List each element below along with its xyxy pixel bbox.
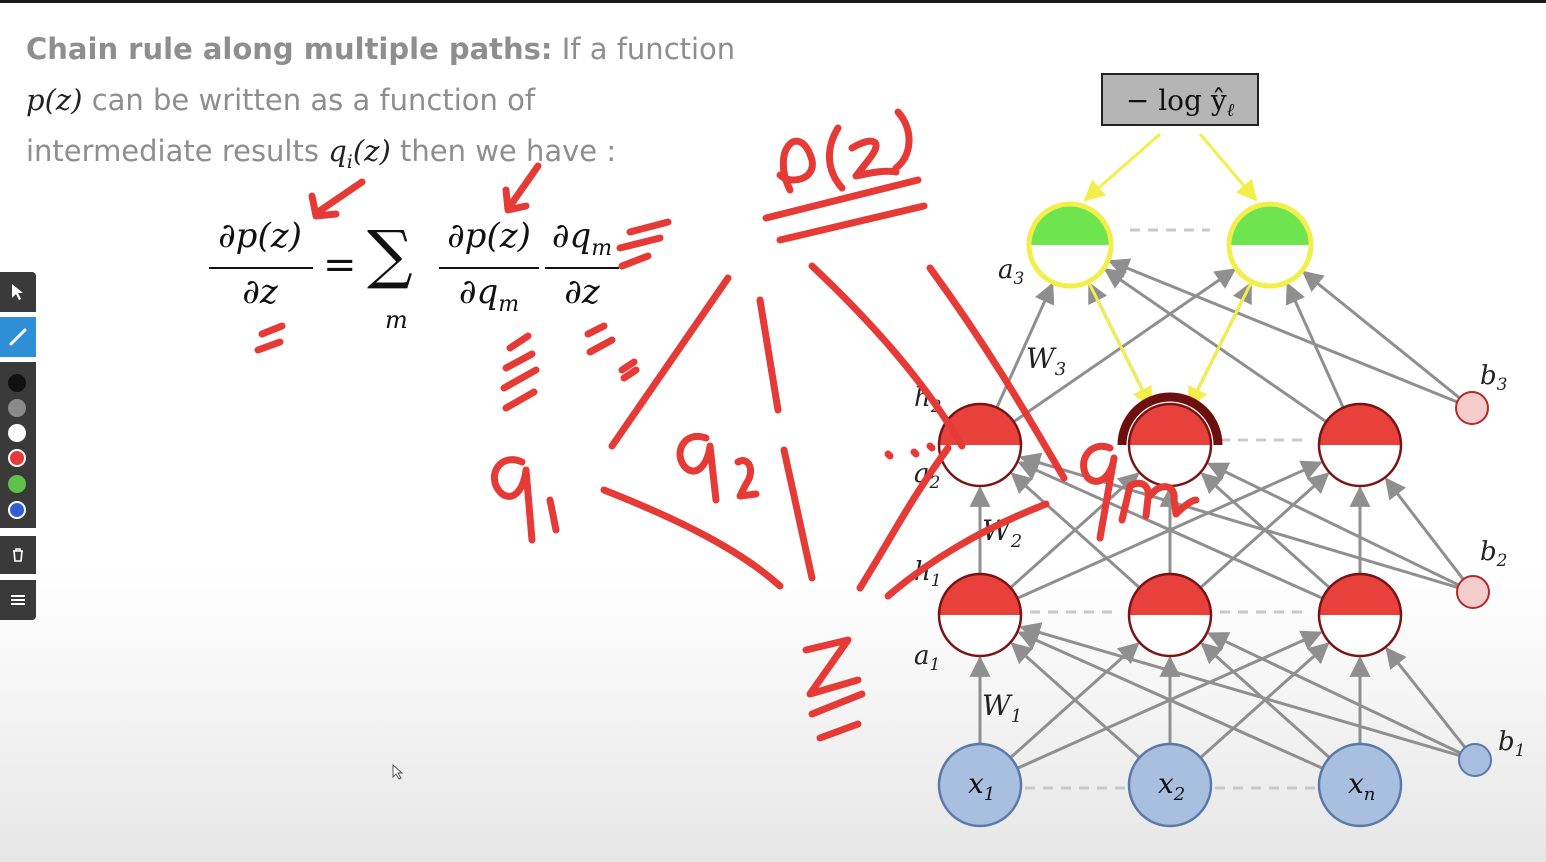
math-pz: p(z) <box>26 83 83 117</box>
color-swatch-green[interactable] <box>8 475 26 493</box>
rhs1-numerator: ∂p(z) <box>447 216 531 256</box>
hidden1-neuron <box>937 572 1023 658</box>
math-qz: (z) <box>352 134 391 168</box>
rhs1-den-main: ∂q <box>458 272 499 312</box>
pointer-icon <box>12 284 23 300</box>
hidden2-neuron <box>1127 402 1213 488</box>
label-b3: b3 <box>1480 361 1507 395</box>
output-neuron <box>1226 201 1314 289</box>
input-neuron: x1 <box>937 742 1023 828</box>
output-neuron <box>1026 201 1114 289</box>
mouse-cursor-icon <box>392 764 404 780</box>
rhs1-den-sub: m <box>498 291 520 317</box>
input-label: x2 <box>1158 767 1185 805</box>
input-label: x1 <box>968 767 995 805</box>
network-edges <box>969 132 1467 770</box>
text-line-2: p(z) can be written as a function of <box>26 75 786 126</box>
label-b1: b1 <box>1498 727 1525 761</box>
edge-hidden1-to-hidden2 <box>1010 472 1141 589</box>
slide-text: Chain rule along multiple paths: If a fu… <box>26 24 786 188</box>
clear-button[interactable] <box>0 536 36 574</box>
edge-bias1 <box>1019 622 1461 757</box>
edge-bias1 <box>1206 632 1462 755</box>
hidden1-neuron <box>1127 572 1213 658</box>
sum-symbol: ∑ <box>367 218 413 292</box>
equals-sign: = <box>323 242 357 288</box>
text-line-3: intermediate results qi(z) then we have … <box>26 126 786 188</box>
edge-input-to-hidden1 <box>1200 642 1331 759</box>
edge-bias2 <box>1384 477 1465 581</box>
label-h2: h2 <box>914 383 942 417</box>
color-swatch-red[interactable] <box>8 449 26 467</box>
text-line-1: Chain rule along multiple paths: If a fu… <box>26 24 786 75</box>
color-swatch-white[interactable] <box>8 424 26 442</box>
label-a2: a2 <box>914 459 940 493</box>
edge-loss-to-output <box>1083 132 1161 202</box>
highlighted-neuron-arc <box>1117 392 1223 446</box>
bias-node-b2 <box>1456 575 1490 609</box>
loss-box <box>1101 73 1259 126</box>
input-neuron: x2 <box>1127 742 1213 828</box>
edge-bias1 <box>1385 647 1467 749</box>
loss-label: − log ŷℓ <box>1126 84 1235 121</box>
edge-hidden2-to-output <box>1103 268 1328 423</box>
menu-button[interactable] <box>0 580 36 620</box>
math-q: q <box>328 134 347 168</box>
lhs-numerator: ∂p(z) <box>218 216 302 256</box>
color-swatch-black[interactable] <box>8 374 26 392</box>
menu-icon <box>11 595 25 605</box>
label-a1: a1 <box>914 641 940 675</box>
chain-rule-formula: ∂p(z) ∂z = ∑ m ∂p(z) ∂qm ∂qm ∂z <box>205 200 645 350</box>
input-neuron: xn <box>1317 742 1403 828</box>
lhs-fraction-bar <box>209 267 313 269</box>
hidden2-neuron <box>1317 402 1403 488</box>
pen-tool-button[interactable] <box>0 317 36 357</box>
rhs2-num-main: ∂q <box>551 216 592 256</box>
rhs2-numerator: ∂qm <box>543 216 621 261</box>
edge-bias3 <box>1107 258 1458 404</box>
label-W3: W3 <box>1026 342 1066 380</box>
text-line-3-pre: intermediate results <box>26 134 329 168</box>
math-q-sub: i <box>346 150 353 173</box>
edge-input-to-hidden1 <box>1010 642 1141 759</box>
edge-bias2 <box>1206 462 1460 587</box>
edge-input-to-hidden1 <box>1017 630 1324 770</box>
color-swatch-blue[interactable] <box>8 501 26 519</box>
rhs2-num-sub: m <box>591 235 613 261</box>
edge-output-backprop <box>1187 281 1254 409</box>
heading-bold: Chain rule along multiple paths: <box>26 32 553 66</box>
rhs1-denominator: ∂qm <box>437 272 541 317</box>
lhs-denominator: ∂z <box>242 272 278 312</box>
annotation-toolbar <box>0 272 36 620</box>
hidden1-neuron <box>1317 572 1403 658</box>
rhs2-fraction-bar <box>545 267 619 269</box>
color-swatch-gray[interactable] <box>8 399 26 417</box>
label-a3: a3 <box>998 255 1024 289</box>
label-b2: b2 <box>1480 537 1507 571</box>
sum-index: m <box>385 306 408 334</box>
edge-bias3 <box>1301 270 1461 400</box>
edge-hidden1-to-hidden2 <box>1017 460 1324 600</box>
top-border <box>0 0 1546 3</box>
label-W1: W1 <box>982 689 1022 727</box>
pointer-tool-button[interactable] <box>0 272 36 312</box>
hidden2-neuron <box>937 402 1023 488</box>
rhs2-denominator: ∂z <box>564 272 600 312</box>
layer-ellipsis-dashes <box>1025 228 1315 790</box>
text-line-2-rest: can be written as a function of <box>82 83 536 117</box>
label-W2: W2 <box>982 514 1022 552</box>
bias-node-b3 <box>1455 391 1489 425</box>
rhs1-fraction-bar <box>439 267 539 269</box>
trash-icon <box>13 548 23 562</box>
text-line-3-rest: then we have : <box>390 134 617 168</box>
edge-loss-to-output <box>1198 133 1258 202</box>
text-line-1-rest: If a function <box>552 32 736 66</box>
label-h1: h1 <box>914 557 942 591</box>
pen-icon <box>9 328 27 346</box>
bias-node-b1 <box>1458 743 1492 777</box>
edge-output-backprop <box>1086 281 1153 409</box>
input-label: xn <box>1348 767 1375 805</box>
